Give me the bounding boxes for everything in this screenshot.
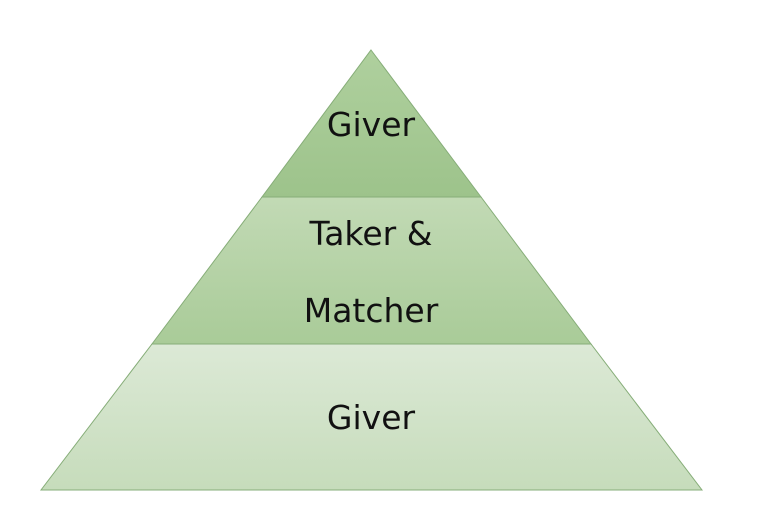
tier-bottom-label: Giver	[327, 398, 416, 437]
pyramid-tier-top	[261, 49, 482, 198]
tier-middle-label-line-2: Matcher	[304, 291, 439, 330]
tier-middle-label-line-1: Taker &	[309, 214, 433, 253]
tier-top-label: Giver	[327, 105, 416, 144]
